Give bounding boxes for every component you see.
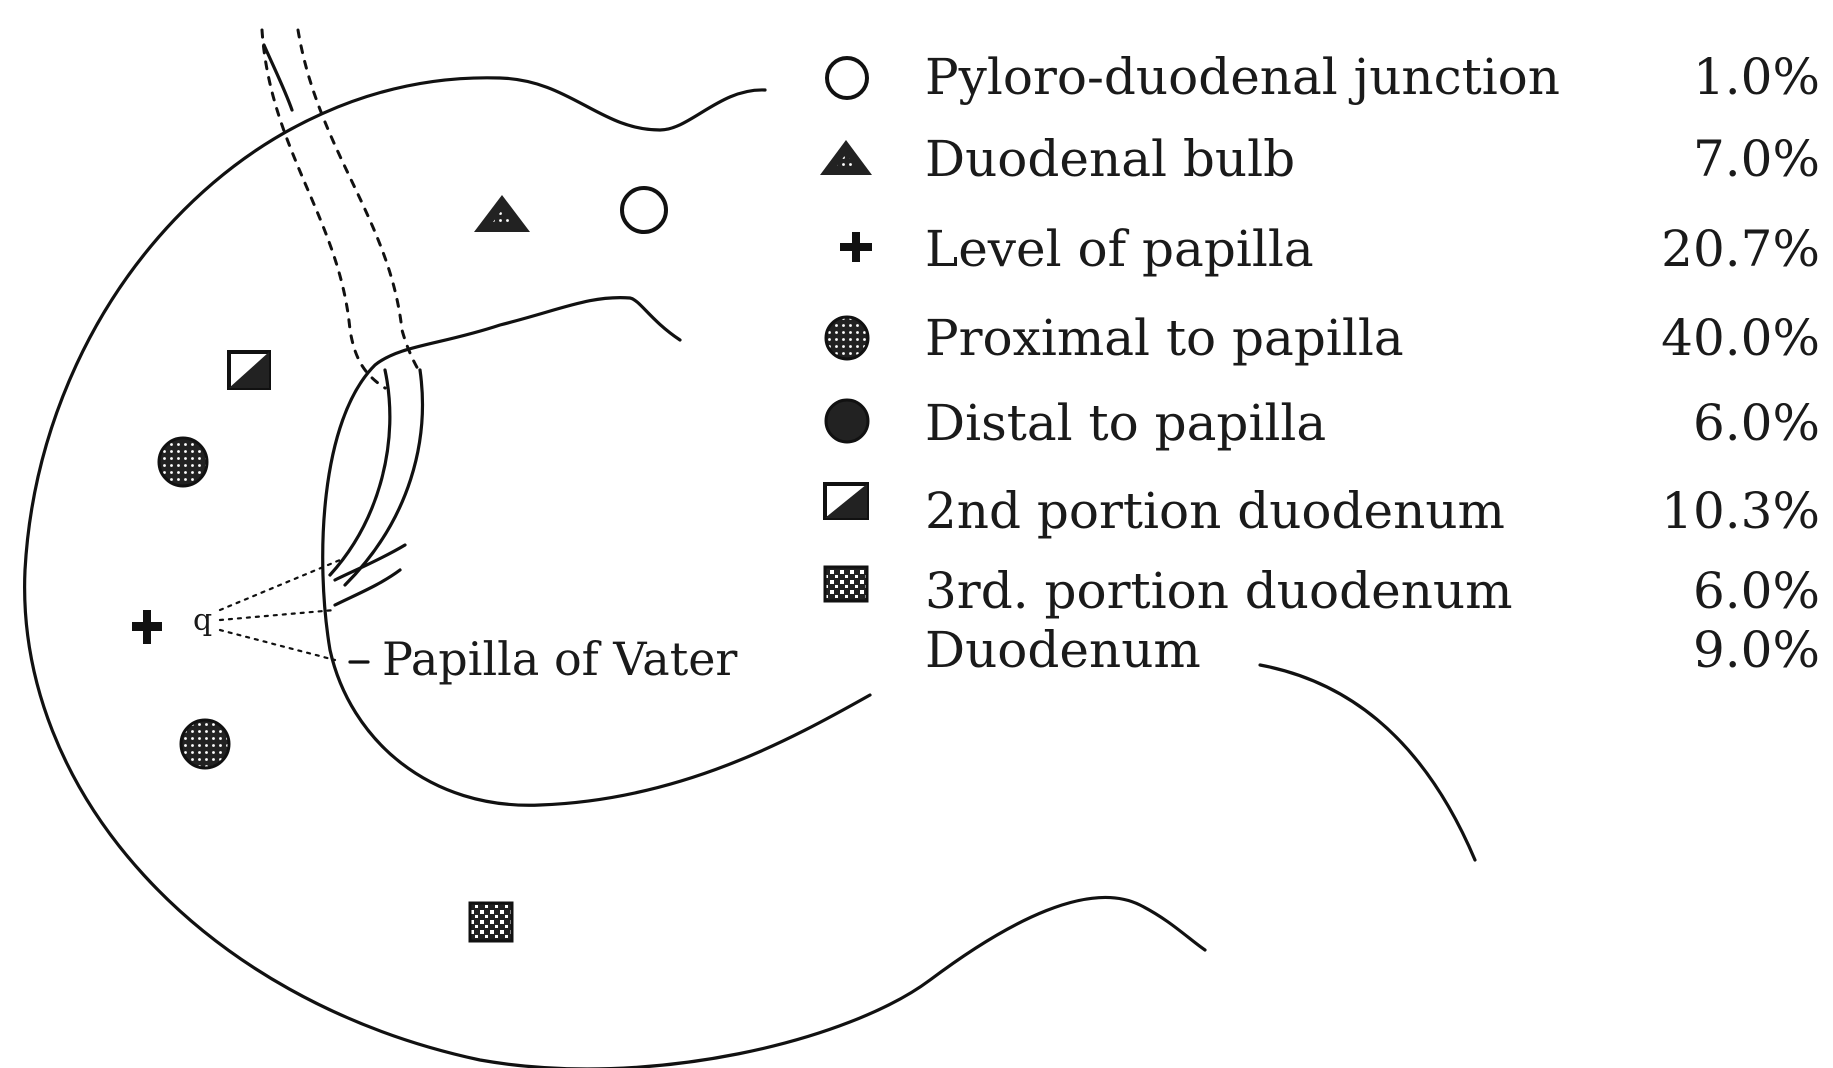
legend-value-duodenal-bulb: 7.0%: [1693, 130, 1820, 188]
bile-duct: [262, 30, 422, 605]
small-q-mark: q: [193, 603, 212, 638]
filled-disc-icon: [181, 720, 229, 768]
papilla-label: Papilla of Vater: [382, 632, 737, 686]
legend: Pyloro-duodenal junction Duodenal bulb L…: [820, 48, 1820, 679]
legend-label-proximal-to-papilla: Proximal to papilla: [925, 309, 1404, 367]
legend-open-circle-icon: [827, 58, 867, 98]
legend-value-distal-to-papilla: 6.0%: [1693, 394, 1820, 452]
legend-label-3rd-portion: 3rd. portion duodenum: [925, 562, 1513, 620]
legend-half-filled-square-icon: [825, 484, 867, 518]
checkered-square-icon: [470, 903, 512, 941]
legend-cross-icon: [840, 232, 872, 262]
legend-filled-disc-icon: [826, 400, 868, 442]
cross-icon: [132, 610, 162, 644]
legend-label-distal-to-papilla: Distal to papilla: [925, 394, 1326, 452]
legend-checkered-square-icon: [825, 567, 867, 601]
legend-label-2nd-portion: 2nd portion duodenum: [925, 482, 1505, 540]
papilla-pointer: Papilla of Vater q: [193, 560, 737, 686]
legend-label-pyloro-duodenal: Pyloro-duodenal junction: [925, 48, 1560, 106]
legend-value-proximal-to-papilla: 40.0%: [1661, 309, 1820, 367]
legend-value-3rd-portion: 6.0%: [1693, 562, 1820, 620]
legend-label-level-of-papilla: Level of papilla: [925, 220, 1314, 278]
legend-value-level-of-papilla: 20.7%: [1661, 220, 1820, 278]
legend-value-duodenum: 9.0%: [1693, 621, 1820, 679]
legend-label-duodenal-bulb: Duodenal bulb: [925, 130, 1295, 188]
legend-value-2nd-portion: 10.3%: [1661, 482, 1820, 540]
half-filled-square-icon: [229, 352, 269, 388]
open-circle-icon: [622, 188, 666, 232]
dotted-disc-icon: [159, 438, 207, 486]
legend-dotted-disc-icon: [826, 317, 868, 359]
legend-value-pyloro-duodenal: 1.0%: [1693, 48, 1820, 106]
legend-label-duodenum: Duodenum: [925, 621, 1201, 679]
legend-triangle-icon: [820, 140, 872, 175]
